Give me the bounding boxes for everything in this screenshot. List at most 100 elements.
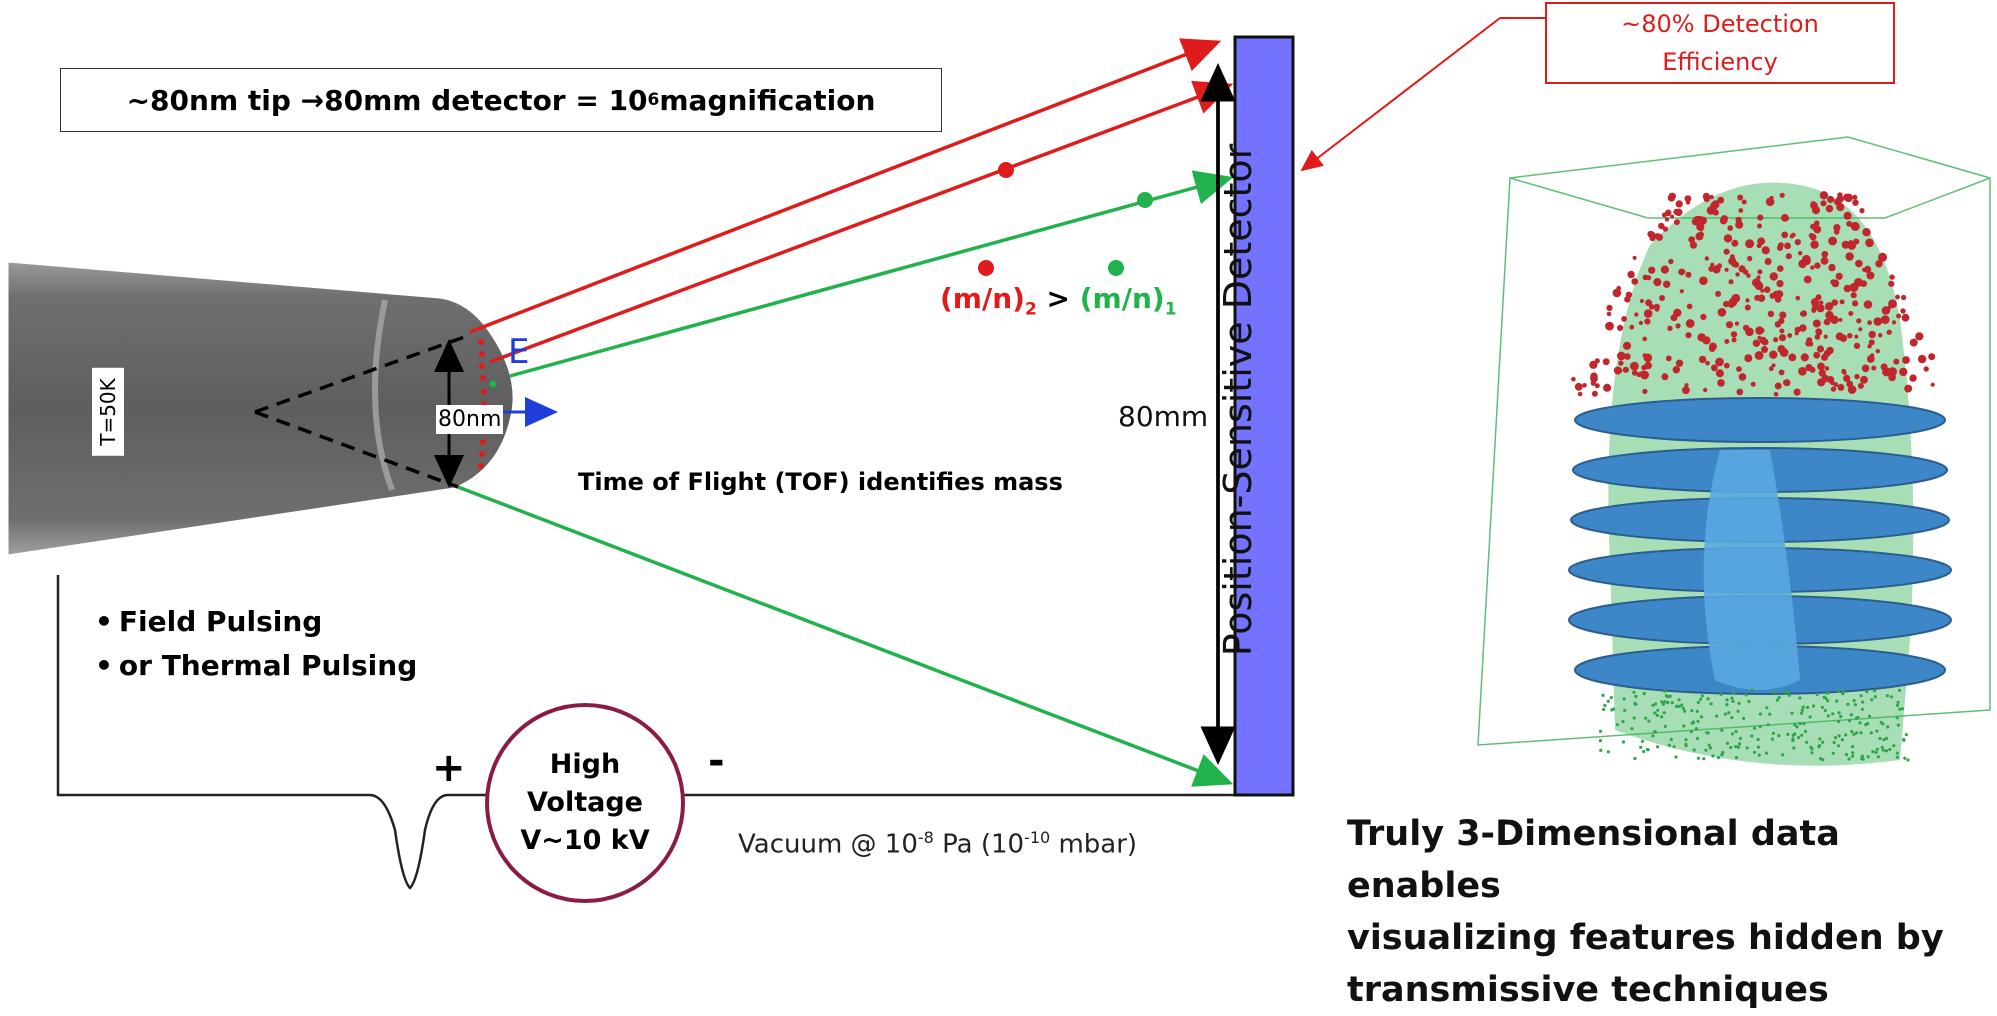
recon-atom bbox=[1757, 223, 1762, 229]
recon-atom bbox=[1766, 723, 1770, 727]
atom-probe-diagram bbox=[7, 17, 1991, 890]
recon-atom bbox=[1621, 719, 1625, 724]
recon-atom bbox=[1818, 737, 1822, 741]
recon-atom bbox=[1823, 349, 1831, 357]
recon-atom bbox=[1786, 732, 1790, 737]
recon-atom bbox=[1898, 707, 1902, 711]
recon-atom bbox=[1744, 304, 1751, 311]
recon-atom bbox=[1815, 328, 1823, 336]
recon-atom bbox=[1760, 288, 1765, 293]
recon-atom bbox=[1699, 276, 1708, 286]
recon-atom bbox=[1835, 332, 1844, 341]
recon-atom bbox=[1710, 202, 1717, 209]
recon-atom bbox=[1830, 315, 1839, 324]
recon-atom bbox=[1861, 700, 1865, 704]
recon-atom bbox=[1639, 298, 1644, 304]
mass-operator: > bbox=[1036, 282, 1080, 315]
recon-atom bbox=[1625, 291, 1633, 298]
recon-atom bbox=[1630, 361, 1639, 371]
recon-atom bbox=[1758, 725, 1762, 729]
recon-atom bbox=[1769, 195, 1774, 200]
recon-atom bbox=[1738, 736, 1742, 741]
recon-atom bbox=[1859, 731, 1863, 735]
recon-atom bbox=[1752, 339, 1761, 347]
recon-atom bbox=[1675, 704, 1679, 709]
recon-atom bbox=[1847, 385, 1857, 394]
recon-atom bbox=[1763, 286, 1771, 294]
recon-atom bbox=[1792, 746, 1796, 750]
recon-atom bbox=[1715, 290, 1722, 297]
recon-atom bbox=[1824, 366, 1830, 371]
recon-atom bbox=[1836, 203, 1845, 212]
recon-atom bbox=[1844, 733, 1848, 737]
recon-atom bbox=[1758, 712, 1762, 716]
recon-atom bbox=[1721, 751, 1725, 755]
recon-atom bbox=[1850, 292, 1857, 299]
recon-atom bbox=[1844, 753, 1849, 757]
recon-atom bbox=[1660, 715, 1664, 719]
recon-atom bbox=[1730, 732, 1735, 736]
3d-reconstruction bbox=[1477, 136, 1991, 766]
recon-atom bbox=[1606, 750, 1610, 754]
recon-atom bbox=[1685, 332, 1692, 339]
recon-atom bbox=[1830, 386, 1837, 392]
recon-atom bbox=[1745, 298, 1750, 303]
recon-atom bbox=[1677, 698, 1681, 702]
recon-atom bbox=[1627, 270, 1635, 279]
recon-atom bbox=[1852, 199, 1859, 206]
recon-atom bbox=[1838, 317, 1843, 322]
recon-atom bbox=[1817, 362, 1825, 371]
callout-leader bbox=[1300, 17, 1545, 172]
recon-atom bbox=[1812, 319, 1821, 328]
recon-atom bbox=[1827, 316, 1832, 322]
caption-line2: visualizing features hidden by bbox=[1347, 918, 1944, 958]
recon-atom bbox=[1846, 380, 1854, 388]
recon-atom bbox=[1901, 313, 1910, 322]
recon-atom bbox=[1787, 333, 1793, 338]
recon-atom bbox=[1707, 743, 1711, 747]
recon-atom bbox=[1840, 738, 1844, 742]
recon-atom bbox=[1709, 194, 1714, 200]
recon-atom bbox=[1827, 195, 1835, 204]
recon-atom bbox=[1622, 697, 1626, 701]
recon-atom bbox=[1685, 271, 1692, 278]
recon-atom bbox=[1824, 302, 1834, 311]
recon-atom bbox=[1747, 255, 1753, 262]
recon-atom bbox=[1889, 274, 1895, 280]
recon-atom bbox=[1845, 252, 1854, 261]
recon-atom bbox=[1810, 240, 1819, 249]
recon-atom bbox=[1847, 757, 1851, 761]
recon-atom bbox=[1731, 239, 1739, 247]
recon-atom bbox=[1735, 216, 1742, 224]
recon-atom bbox=[1750, 688, 1754, 692]
recon-atom bbox=[1829, 380, 1835, 386]
recon-atom bbox=[1902, 356, 1910, 364]
recon-atom bbox=[1736, 745, 1740, 749]
recon-atom bbox=[1668, 258, 1674, 265]
recon-atom bbox=[1710, 262, 1715, 267]
recon-atom bbox=[1667, 743, 1671, 747]
recon-atom bbox=[1849, 283, 1859, 292]
recon-atom bbox=[1700, 694, 1704, 698]
recon-atom bbox=[1844, 193, 1853, 203]
recon-atom bbox=[1897, 688, 1902, 693]
recon-atom bbox=[1651, 734, 1655, 738]
recon-atom bbox=[1642, 274, 1649, 281]
recon-atom bbox=[1653, 278, 1662, 287]
recon-atom bbox=[1846, 702, 1850, 707]
recon-atom bbox=[1674, 755, 1678, 759]
recon-atom bbox=[1644, 716, 1648, 720]
recon-atom bbox=[1661, 212, 1667, 218]
recon-atom bbox=[1785, 253, 1792, 260]
recon-atom bbox=[1837, 734, 1841, 738]
recon-atom bbox=[1621, 740, 1626, 744]
recon-atom bbox=[1681, 706, 1685, 711]
recon-atom bbox=[1723, 248, 1730, 255]
recon-atom bbox=[1779, 348, 1789, 357]
recon-atom bbox=[1836, 744, 1841, 748]
recon-atom bbox=[1886, 725, 1890, 729]
recon-atom bbox=[1634, 312, 1639, 317]
recon-atom bbox=[1781, 753, 1785, 757]
recon-atom bbox=[1868, 714, 1872, 718]
